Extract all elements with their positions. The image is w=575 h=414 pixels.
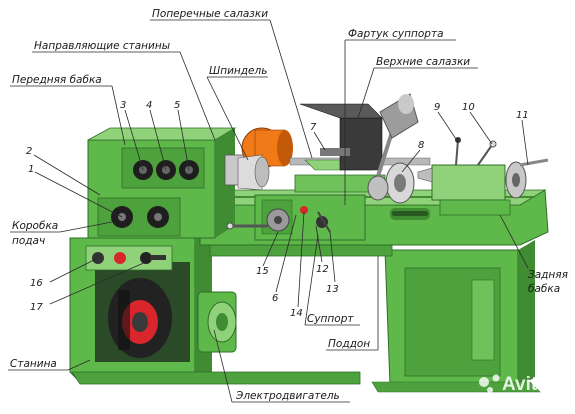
callout-4: 4 <box>146 100 152 111</box>
callout-10: 10 <box>462 102 475 113</box>
callout-17: 17 <box>30 302 43 313</box>
label-feed-box-1: Коробка <box>12 220 58 232</box>
carriage <box>226 194 366 241</box>
avito-watermark: Avito <box>479 374 549 395</box>
label-spindle: Шпиндель <box>209 65 267 77</box>
label-pan: Поддон <box>328 338 370 350</box>
lathe-machine <box>69 93 549 393</box>
watermark-text: Avito <box>502 374 549 395</box>
callout-16: 16 <box>30 278 43 289</box>
base-plate <box>71 371 361 385</box>
label-bed: Станина <box>10 358 57 370</box>
label-cross-slide: Поперечные салазки <box>152 8 268 20</box>
label-tailstock-2: бабка <box>528 283 560 295</box>
label-carriage: Суппорт <box>307 313 354 325</box>
callout-3: 3 <box>120 100 126 111</box>
callout-14: 14 <box>290 308 303 319</box>
callout-1: 1 <box>28 164 34 175</box>
callout-13: 13 <box>326 284 339 295</box>
label-apron: Фартук суппорта <box>348 28 444 40</box>
label-top-slide: Верхние салазки <box>376 56 470 68</box>
control-panel <box>85 245 173 271</box>
callout-8: 8 <box>418 140 424 151</box>
callout-5: 5 <box>174 100 180 111</box>
callout-15: 15 <box>256 266 269 277</box>
label-feed-box-2: подач <box>12 235 45 247</box>
callout-11: 11 <box>516 110 529 121</box>
label-headstock: Передняя бабка <box>12 74 102 86</box>
callout-2: 2 <box>26 146 32 157</box>
label-tailstock-1: Задняя <box>528 269 568 281</box>
leader-lines <box>8 19 529 403</box>
spindle-chuck <box>224 127 293 191</box>
callout-12: 12 <box>316 264 329 275</box>
electric-motor <box>197 291 237 353</box>
labels: Поперечные салазки Направляющие станины … <box>10 8 568 402</box>
label-motor: Электродвигатель <box>235 390 340 402</box>
label-bed-guides: Направляющие станины <box>34 40 170 52</box>
electric-motor-pulley <box>108 278 172 358</box>
callout-9: 9 <box>434 102 440 113</box>
tailstock <box>417 137 549 216</box>
steady-rest <box>367 162 415 204</box>
callout-7: 7 <box>310 122 317 133</box>
feed-gearbox <box>97 197 181 237</box>
callout-6: 6 <box>272 293 278 304</box>
